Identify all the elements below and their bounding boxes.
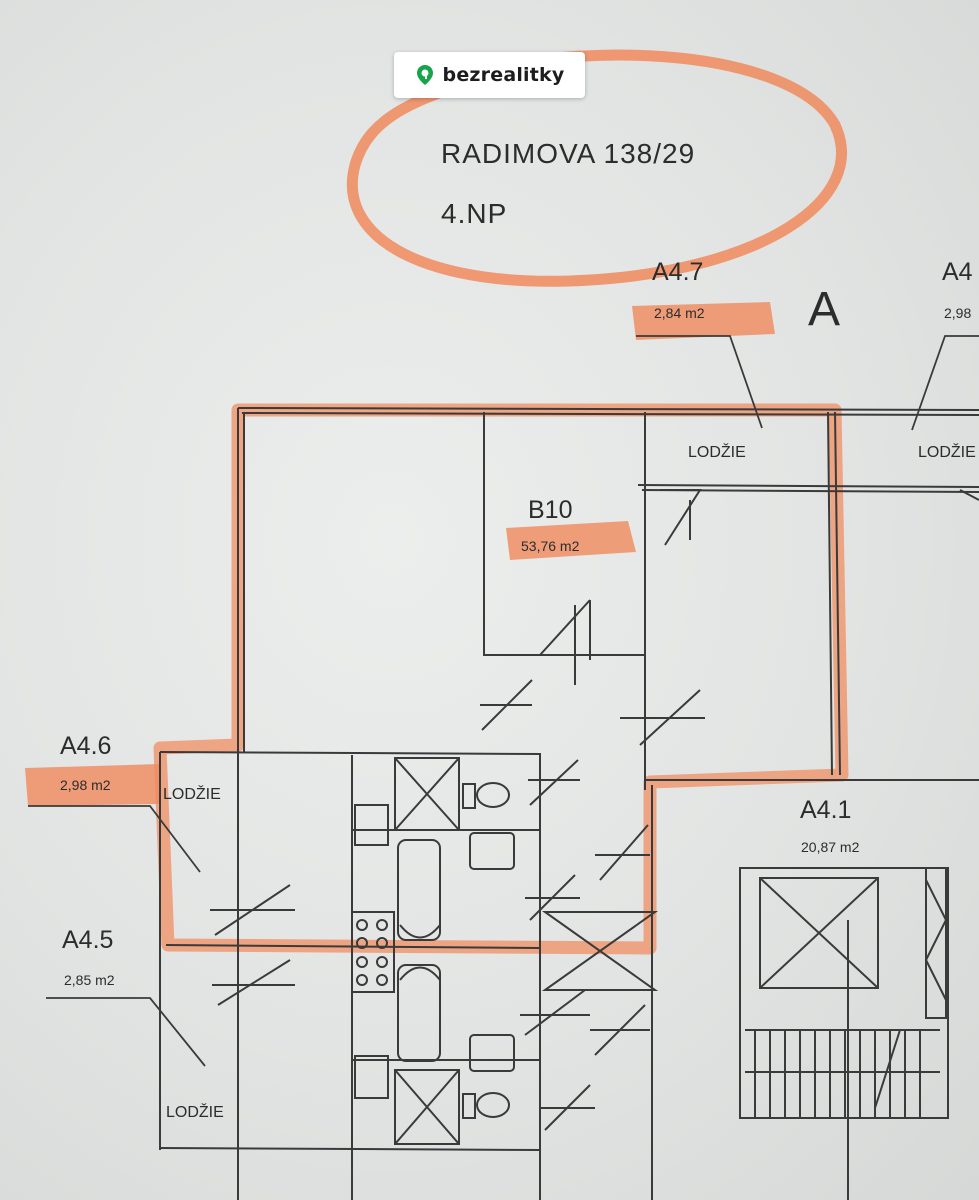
brand-name: bezrealitky — [442, 64, 565, 86]
unit-a4-5-area: 2,85 m2 — [64, 972, 115, 988]
unit-a4-6-area: 2,98 m2 — [60, 777, 111, 793]
unit-a4-5-room: LODŽIE — [166, 1104, 224, 1121]
wall-lines — [159, 407, 979, 1200]
unit-b10-area: 53,76 m2 — [521, 538, 580, 554]
unit-a4-1-id: A4.1 — [800, 796, 852, 824]
unit-a4-5-id: A4.5 — [62, 926, 114, 954]
unit-a4-1-area: 20,87 m2 — [801, 839, 860, 855]
unit-a4-cropped-room: LODŽIE — [918, 444, 976, 461]
unit-a4-cropped-id: A4 — [942, 258, 973, 286]
floor-text: 4.NP — [441, 198, 508, 229]
a4-7-area-highlight — [632, 302, 775, 340]
unit-a4-7-area: 2,84 m2 — [654, 305, 705, 321]
unit-a4-7-id: A4.7 — [652, 258, 704, 286]
map-pin-icon — [416, 65, 433, 85]
unit-b10-id: B10 — [528, 496, 573, 524]
label-highlights — [25, 302, 775, 806]
highlight-marks — [153, 49, 849, 955]
unit-a4-cropped-area: 2,98 — [944, 305, 972, 321]
a4-6-area-highlight — [25, 764, 160, 806]
address-text: RADIMOVA 138/29 — [441, 138, 696, 169]
unit-a4-6-id: A4.6 — [60, 732, 112, 760]
b10-area-highlight — [506, 521, 636, 560]
unit-a4-6-room: LODŽIE — [163, 786, 221, 803]
unit-a4-7-room: LODŽIE — [688, 444, 746, 461]
leader-lines — [28, 335, 979, 1067]
door-swing-marks — [210, 489, 979, 1131]
section-letter: A — [808, 283, 841, 336]
address-circle — [346, 49, 847, 287]
kitchen-bath-fixtures — [351, 757, 949, 1145]
bezrealitky-badge[interactable]: bezrealitky — [394, 52, 585, 98]
